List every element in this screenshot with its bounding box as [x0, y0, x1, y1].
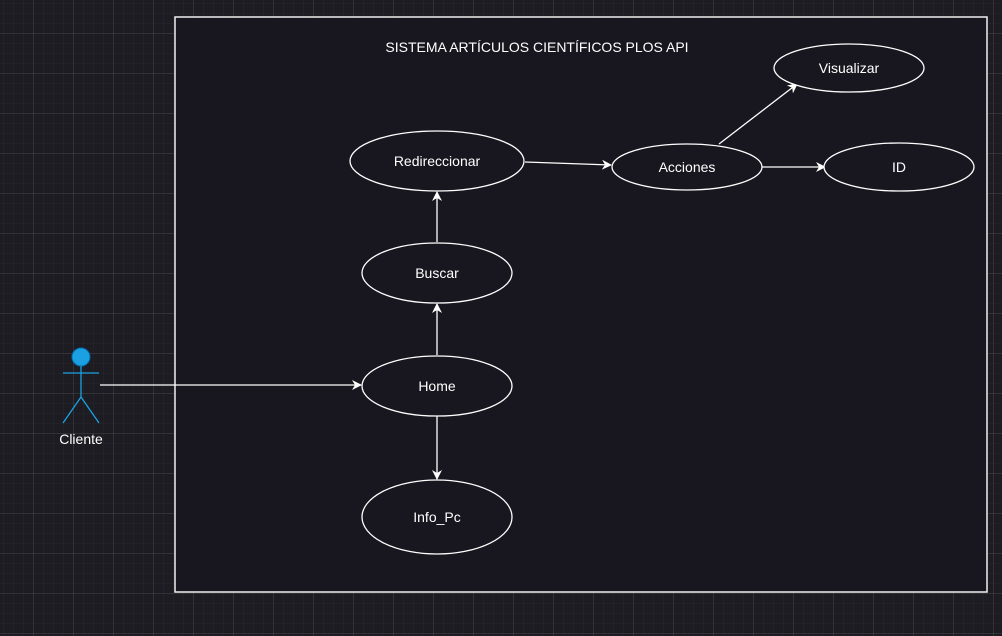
- edge-redireccionar-acciones[interactable]: [524, 159, 612, 170]
- use-case-buscar[interactable]: Buscar: [361, 242, 513, 304]
- actor-cliente-label: Cliente: [59, 431, 103, 447]
- system-boundary[interactable]: [174, 16, 988, 593]
- use-case-redireccionar-label: Redireccionar: [394, 153, 481, 169]
- use-case-home-label: Home: [418, 378, 456, 394]
- use-case-visualizar[interactable]: Visualizar: [773, 43, 925, 93]
- use-case-buscar-label: Buscar: [415, 265, 459, 281]
- actor-head-icon: [71, 347, 91, 367]
- use-case-home[interactable]: Home: [361, 355, 513, 417]
- use-case-info-pc[interactable]: Info_Pc: [361, 479, 513, 555]
- actor-cliente[interactable]: Cliente: [59, 347, 103, 447]
- use-case-acciones-label: Acciones: [659, 159, 716, 175]
- use-case-acciones[interactable]: Acciones: [611, 143, 763, 191]
- use-case-id-label: ID: [892, 159, 906, 175]
- use-case-id[interactable]: ID: [823, 142, 975, 192]
- use-case-visualizar-label: Visualizar: [819, 60, 880, 76]
- edge-acciones-visualizar[interactable]: [718, 83, 798, 145]
- system-title: SISTEMA ARTÍCULOS CIENTÍFICOS PLOS API: [385, 39, 688, 55]
- use-case-redireccionar[interactable]: Redireccionar: [349, 130, 525, 192]
- use-case-info-pc-label: Info_Pc: [413, 509, 460, 525]
